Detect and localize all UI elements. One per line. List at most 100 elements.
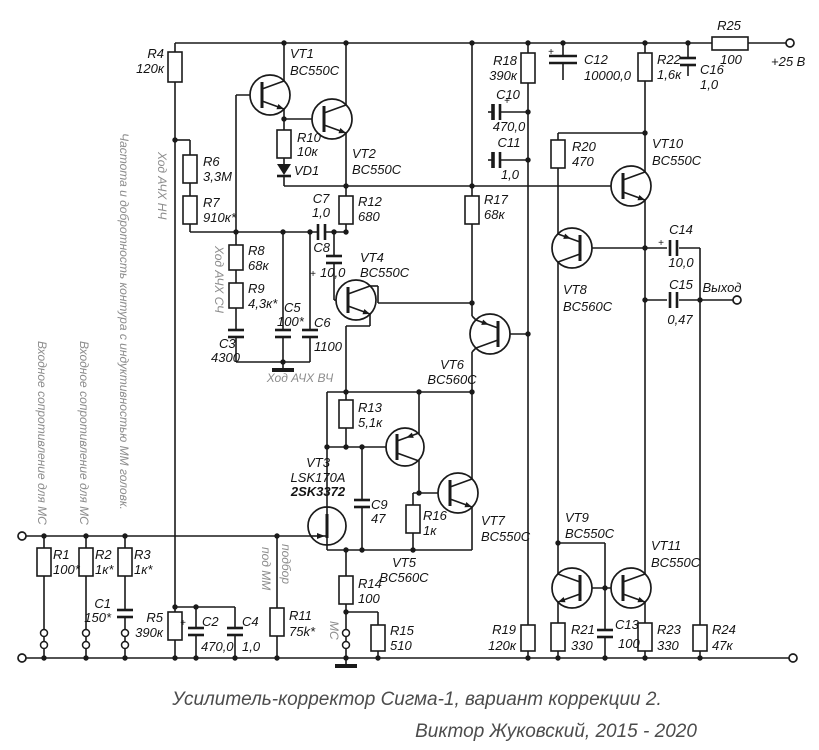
resistor-R15	[370, 624, 386, 652]
label-VT2-value: BC550C	[352, 162, 402, 177]
jumper-pin-icon	[81, 628, 91, 638]
label-R5-label: R5	[146, 610, 163, 625]
label-VT6-value: BC560C	[427, 372, 477, 387]
label-VT5-value: BC560C	[379, 570, 429, 585]
gate-arrow-icon	[317, 533, 325, 539]
junction-dot	[274, 533, 280, 539]
junction-dot	[555, 540, 561, 546]
label-R21-value: 330	[571, 638, 593, 653]
junction-dot	[324, 444, 330, 450]
wire	[622, 171, 646, 181]
label-R25-label: R25	[717, 18, 742, 33]
resistor-R6	[182, 154, 198, 184]
label-C8-label: C8	[313, 240, 330, 255]
label-C13-label: C13	[615, 617, 640, 632]
emitter-arrow-icon	[276, 103, 284, 110]
label-C9-value: 47	[371, 511, 386, 526]
terminal-bottom-right	[788, 653, 798, 663]
junction-dot	[172, 137, 178, 143]
emitter-arrow-icon	[637, 194, 645, 201]
label-C12-label: C12	[584, 52, 609, 67]
label-R20-value: 470	[572, 154, 594, 169]
resistor-R12	[338, 195, 354, 225]
emitter-arrow-icon	[558, 596, 566, 603]
label-C10-value: 470,0	[493, 119, 526, 134]
label-VT7-label: VT7	[481, 513, 506, 528]
transistor-VT10	[610, 165, 652, 207]
transistor-VT5	[385, 427, 425, 467]
label-R6-label: R6	[203, 154, 220, 169]
junction-dot	[560, 40, 566, 46]
label-R19-label: R19	[492, 622, 516, 637]
capacitor-C5	[275, 328, 291, 339]
resistor-R3	[117, 547, 133, 577]
resistor-R24	[692, 624, 708, 652]
junction-dot	[172, 604, 178, 610]
capacitor-C6	[302, 328, 318, 339]
resistor-R9	[228, 282, 244, 309]
label-marks-plus: +	[180, 618, 186, 629]
label-R25-value: 100	[720, 52, 742, 67]
junction-dot	[410, 547, 416, 553]
junction-dot	[281, 40, 287, 46]
label-VT11-label: VT11	[651, 538, 681, 553]
capacitor-C16	[680, 56, 696, 67]
label-VT8-value: BC560C	[563, 299, 613, 314]
junction-dot	[343, 389, 349, 395]
label-VT9-value: BC550C	[565, 526, 615, 541]
junction-dot	[359, 444, 365, 450]
label-C7-label: C7	[313, 191, 330, 206]
label-notes-mc: МС	[327, 621, 341, 640]
capacitor-C12	[549, 54, 577, 65]
label-R8-value: 68к	[248, 258, 269, 273]
junction-dot	[193, 655, 199, 661]
label-VT3-label: VT3	[306, 455, 331, 470]
label-VT5-label: VT5	[392, 555, 417, 570]
diode-VD1	[277, 164, 291, 178]
junction-dot	[193, 604, 199, 610]
label-R7-value: 910к*	[203, 210, 237, 225]
label-notes-freq_q: Частота и добротность контура с индуктив…	[117, 133, 131, 510]
label-R2-value: 1к*	[95, 562, 114, 577]
wire	[261, 80, 285, 90]
label-C16-value: 1,0	[700, 77, 719, 92]
junction-dot	[343, 183, 349, 189]
terminal-output	[732, 295, 742, 305]
label-notes-input_r_mc: Входное сопротивление для МС	[35, 341, 49, 525]
resistor-R8	[228, 244, 244, 271]
label-R17-value: 68к	[484, 207, 505, 222]
resistor-R11	[269, 607, 285, 637]
label-R24-value: 47к	[712, 638, 733, 653]
label-VT3-value: LSK170A	[291, 470, 346, 485]
junction-dot	[41, 655, 47, 661]
label-R9-label: R9	[248, 281, 265, 296]
label-R8-label: R8	[248, 243, 265, 258]
label-C1-value: 150*	[84, 610, 112, 625]
junction-dot	[375, 655, 381, 661]
junction-dot	[525, 109, 531, 115]
resistor-R14	[338, 575, 354, 605]
capacitor-C8	[326, 254, 342, 265]
label-C15-label: C15	[669, 277, 694, 292]
junction-dot	[359, 547, 365, 553]
label-notes-mf: Ход АЧХ СЧ	[212, 245, 226, 314]
junction-dot	[697, 655, 703, 661]
wire	[557, 253, 581, 263]
label-R9-value: 4,3к*	[248, 296, 278, 311]
label-VT11-value: BC550C	[651, 555, 701, 570]
label-C2-value: 470,0	[201, 639, 234, 654]
label-C15-value: 0,47	[667, 312, 693, 327]
resistor-R1	[36, 547, 52, 577]
junction-dot	[697, 297, 703, 303]
emitter-arrow-icon	[464, 501, 472, 508]
wire	[396, 452, 420, 462]
label-R17-label: R17	[484, 192, 509, 207]
terminal-power	[785, 38, 795, 48]
jumper-pin-icon	[81, 640, 91, 650]
junction-dot	[172, 655, 178, 661]
transistor-VT11	[610, 567, 652, 609]
label-R10-label: R10	[297, 130, 322, 145]
label-R16-value: 1к	[423, 523, 437, 538]
jumper-pin-icon	[39, 640, 49, 650]
